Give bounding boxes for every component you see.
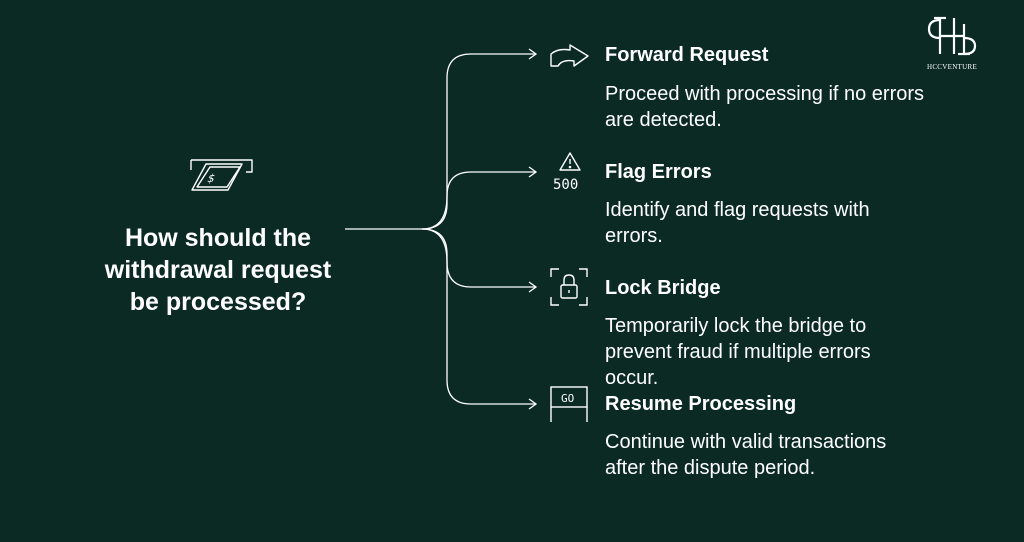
arrowhead-4 xyxy=(528,398,538,410)
lock-icon xyxy=(550,268,588,306)
option-title-resume-processing: Resume Processing xyxy=(605,393,797,415)
question-text: How should the withdrawal request be pro… xyxy=(104,224,332,316)
brand-logo: HCCVENTURE xyxy=(920,14,984,71)
option-description-forward-request: Proceed with processing if no errors are… xyxy=(605,83,925,131)
svg-text:$: $ xyxy=(205,171,217,185)
option-title-lock-bridge: Lock Bridge xyxy=(605,277,721,299)
cash-withdrawal-icon: $ xyxy=(190,159,253,191)
warning-500-icon: 500 xyxy=(553,152,581,193)
option-title-flag-errors: Flag Errors xyxy=(605,161,712,183)
arrowhead-2 xyxy=(528,166,538,178)
brand-logo-text: HCCVENTURE xyxy=(926,63,978,71)
option-title-forward-request: Forward Request xyxy=(605,44,769,66)
hccventure-monogram-icon xyxy=(927,16,977,56)
connector-branch-1 xyxy=(421,53,535,230)
arrowhead-3 xyxy=(528,281,538,293)
forward-arrow-icon xyxy=(550,44,589,67)
warning-500-label: 500 xyxy=(553,177,578,193)
option-description-flag-errors: Identify and flag requests with errors. xyxy=(605,199,870,247)
option-description-resume-processing: Continue with valid transactions after t… xyxy=(605,431,887,479)
option-description-lock-bridge: Temporarily lock the bridge to prevent f… xyxy=(605,315,871,389)
connector-branch-3 xyxy=(421,228,535,288)
go-sign-label: GO xyxy=(561,392,574,405)
go-sign-icon: GO xyxy=(550,386,588,422)
connector-branch-4 xyxy=(421,228,535,405)
connector-branch-2 xyxy=(421,171,535,230)
arrowhead-1 xyxy=(528,48,538,60)
